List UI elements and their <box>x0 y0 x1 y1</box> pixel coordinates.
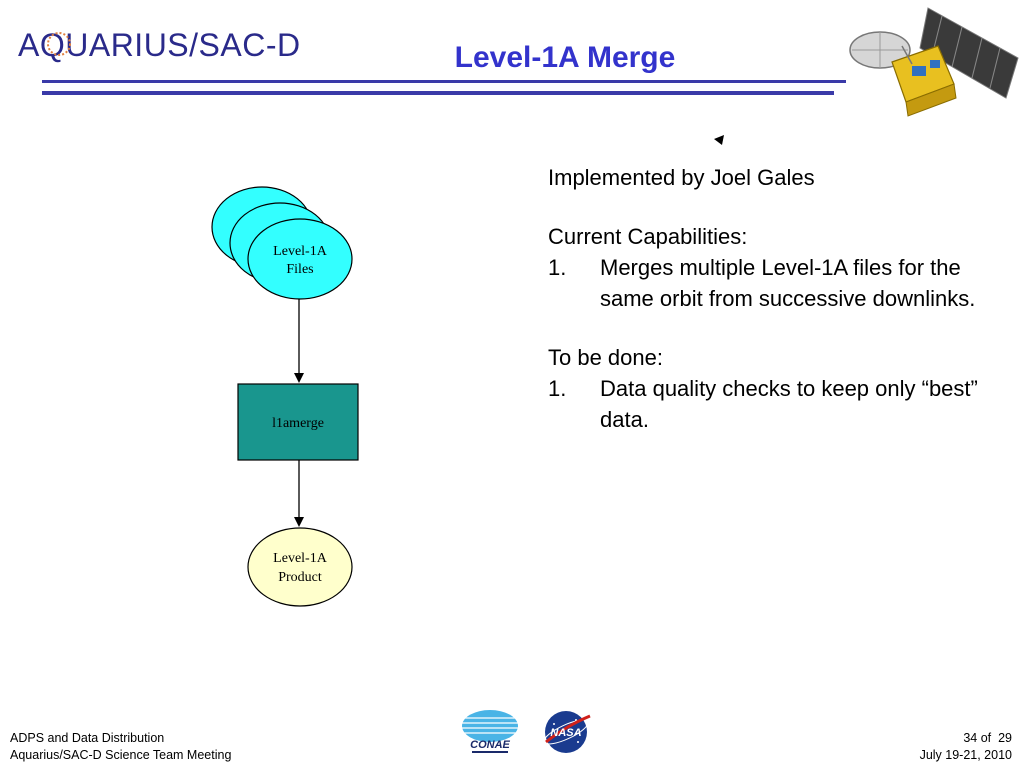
conae-logo: CONAE <box>462 710 518 753</box>
page-current: 34 <box>963 731 978 745</box>
logo-text: AQUARIUS/SAC-D <box>18 27 301 63</box>
conae-label: CONAE <box>470 739 510 751</box>
page-number: 34 of 29 <box>920 730 1012 747</box>
nasa-logo: NASA <box>543 711 591 753</box>
pointer-mark-icon <box>714 135 724 145</box>
capability-item: 1. Merges multiple Level-1A files for th… <box>548 252 1008 314</box>
todo-heading: To be done: <box>548 345 663 370</box>
nasa-label: NASA <box>550 727 581 739</box>
output-product-ellipse <box>247 527 353 607</box>
process-box <box>237 383 359 461</box>
output-node-label-line2: Product <box>278 570 322 585</box>
page-total: 29 <box>998 731 1012 745</box>
implemented-by: Implemented by Joel Gales <box>548 165 815 190</box>
footer-session: ADPS and Data Distribution <box>10 731 165 745</box>
output-node-label-line1: Level-1A <box>273 551 328 566</box>
input-node-label-line2: Files <box>286 262 313 277</box>
flow-diagram: Level-1A Files l1amerge Level-1A Product <box>211 186 359 607</box>
satellite-icon <box>849 7 1019 117</box>
header-rule-top <box>42 80 846 83</box>
list-text: Merges multiple Level-1A files for the s… <box>600 255 976 311</box>
footer-left: ADPS and Data Distribution Aquarius/SAC-… <box>10 730 231 764</box>
input-file-ellipse-front <box>247 218 353 300</box>
list-number: 1. <box>548 376 567 401</box>
slide-content: Implemented by Joel Gales Current Capabi… <box>548 162 1008 435</box>
footer-meeting: Aquarius/SAC-D Science Team Meeting <box>10 748 232 762</box>
input-node-label-line1: Level-1A <box>273 244 328 259</box>
page-of: of <box>980 731 992 745</box>
todo-item: 1. Data quality checks to keep only “bes… <box>548 373 1008 435</box>
footer-date: July 19-21, 2010 <box>919 748 1012 762</box>
slide-title: Level-1A Merge <box>454 41 676 74</box>
aquarius-sacd-logo: AQUARIUS/SAC-D <box>18 27 301 63</box>
list-text: Data quality checks to keep only “best” … <box>600 376 978 432</box>
list-number: 1. <box>548 255 567 280</box>
footer-right: 34 of 29 July 19-21, 2010 <box>920 730 1012 764</box>
process-node-label: l1amerge <box>272 416 324 431</box>
logo-sun-icon <box>47 32 71 56</box>
header-rule-bottom <box>42 91 834 95</box>
capabilities-heading: Current Capabilities: <box>548 224 748 249</box>
